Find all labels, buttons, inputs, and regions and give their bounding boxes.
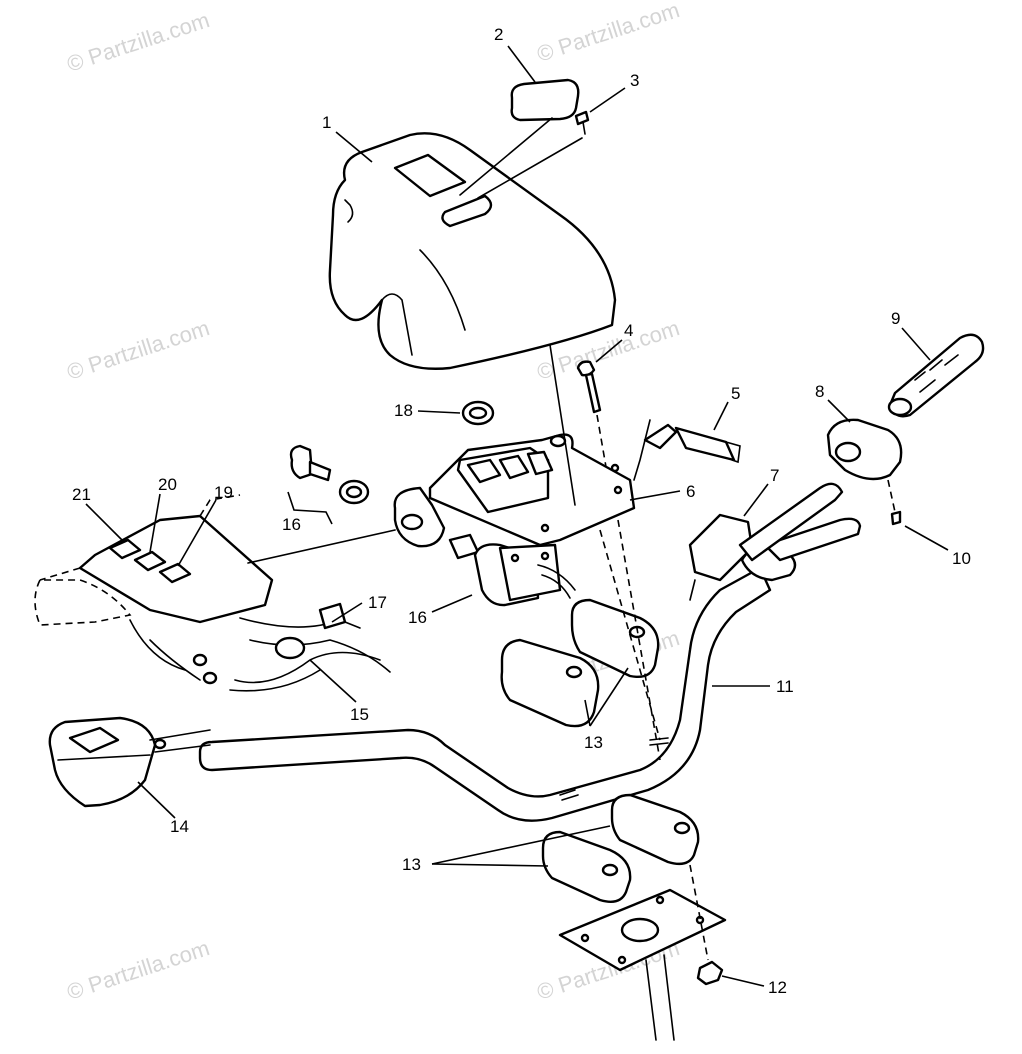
callout-7: 7 bbox=[770, 466, 779, 485]
callout-20: 20 bbox=[158, 475, 177, 494]
callout-12: 12 bbox=[768, 978, 787, 997]
callout-21: 21 bbox=[72, 485, 91, 504]
callout-14: 14 bbox=[170, 817, 189, 836]
callout-15: 15 bbox=[350, 705, 369, 724]
part-9-grip bbox=[887, 333, 985, 418]
part-18-bushing bbox=[461, 400, 495, 426]
part-2-lens bbox=[459, 78, 580, 196]
watermark: © Partzilla.com bbox=[64, 935, 213, 1005]
callout-16-upper: 16 bbox=[282, 515, 301, 534]
alignment-lines bbox=[549, 344, 661, 761]
callout-8: 8 bbox=[815, 382, 824, 401]
callout-4: 4 bbox=[624, 321, 633, 340]
part-16-knob bbox=[287, 444, 370, 525]
callout-1: 1 bbox=[322, 113, 331, 132]
callout-11: 11 bbox=[776, 677, 794, 696]
part-13-lower-clamps bbox=[541, 793, 700, 903]
callout-leaders bbox=[85, 45, 949, 987]
callout-3: 3 bbox=[630, 71, 639, 90]
callout-13-upper: 13 bbox=[584, 733, 603, 752]
callout-2: 2 bbox=[494, 25, 503, 44]
callout-10: 10 bbox=[952, 549, 971, 568]
callouts: 1 2 3 4 5 6 7 8 9 10 11 12 13 13 14 15 1… bbox=[72, 25, 971, 997]
part-11-handlebar bbox=[198, 566, 772, 822]
part-8-switch-housing bbox=[738, 418, 903, 562]
part-3-screw bbox=[477, 110, 590, 199]
part-15-17-wiring bbox=[129, 602, 391, 692]
part-16-ignition bbox=[448, 533, 576, 607]
callout-9: 9 bbox=[891, 309, 900, 328]
watermark: © Partzilla.com bbox=[64, 7, 213, 77]
watermark: © Partzilla.com bbox=[64, 315, 213, 385]
part-14-switch bbox=[48, 716, 211, 808]
callout-6: 6 bbox=[686, 482, 695, 501]
part-1-cover bbox=[328, 132, 617, 370]
callout-18: 18 bbox=[394, 401, 413, 420]
callout-19: 19 bbox=[214, 483, 233, 502]
part-switch-panel bbox=[34, 494, 396, 626]
part-10-screw bbox=[887, 479, 902, 526]
part-6-bracket bbox=[393, 433, 636, 548]
callout-16-lower: 16 bbox=[408, 608, 427, 627]
part-5-switch bbox=[633, 419, 741, 481]
callout-13-lower: 13 bbox=[402, 855, 421, 874]
callout-5: 5 bbox=[731, 384, 740, 403]
callout-17: 17 bbox=[368, 593, 387, 612]
part-7-throttle bbox=[688, 513, 862, 601]
part-12-plate-nut bbox=[558, 864, 727, 1041]
watermark: © Partzilla.com bbox=[534, 0, 683, 67]
part-13-upper-clamps bbox=[500, 598, 660, 728]
